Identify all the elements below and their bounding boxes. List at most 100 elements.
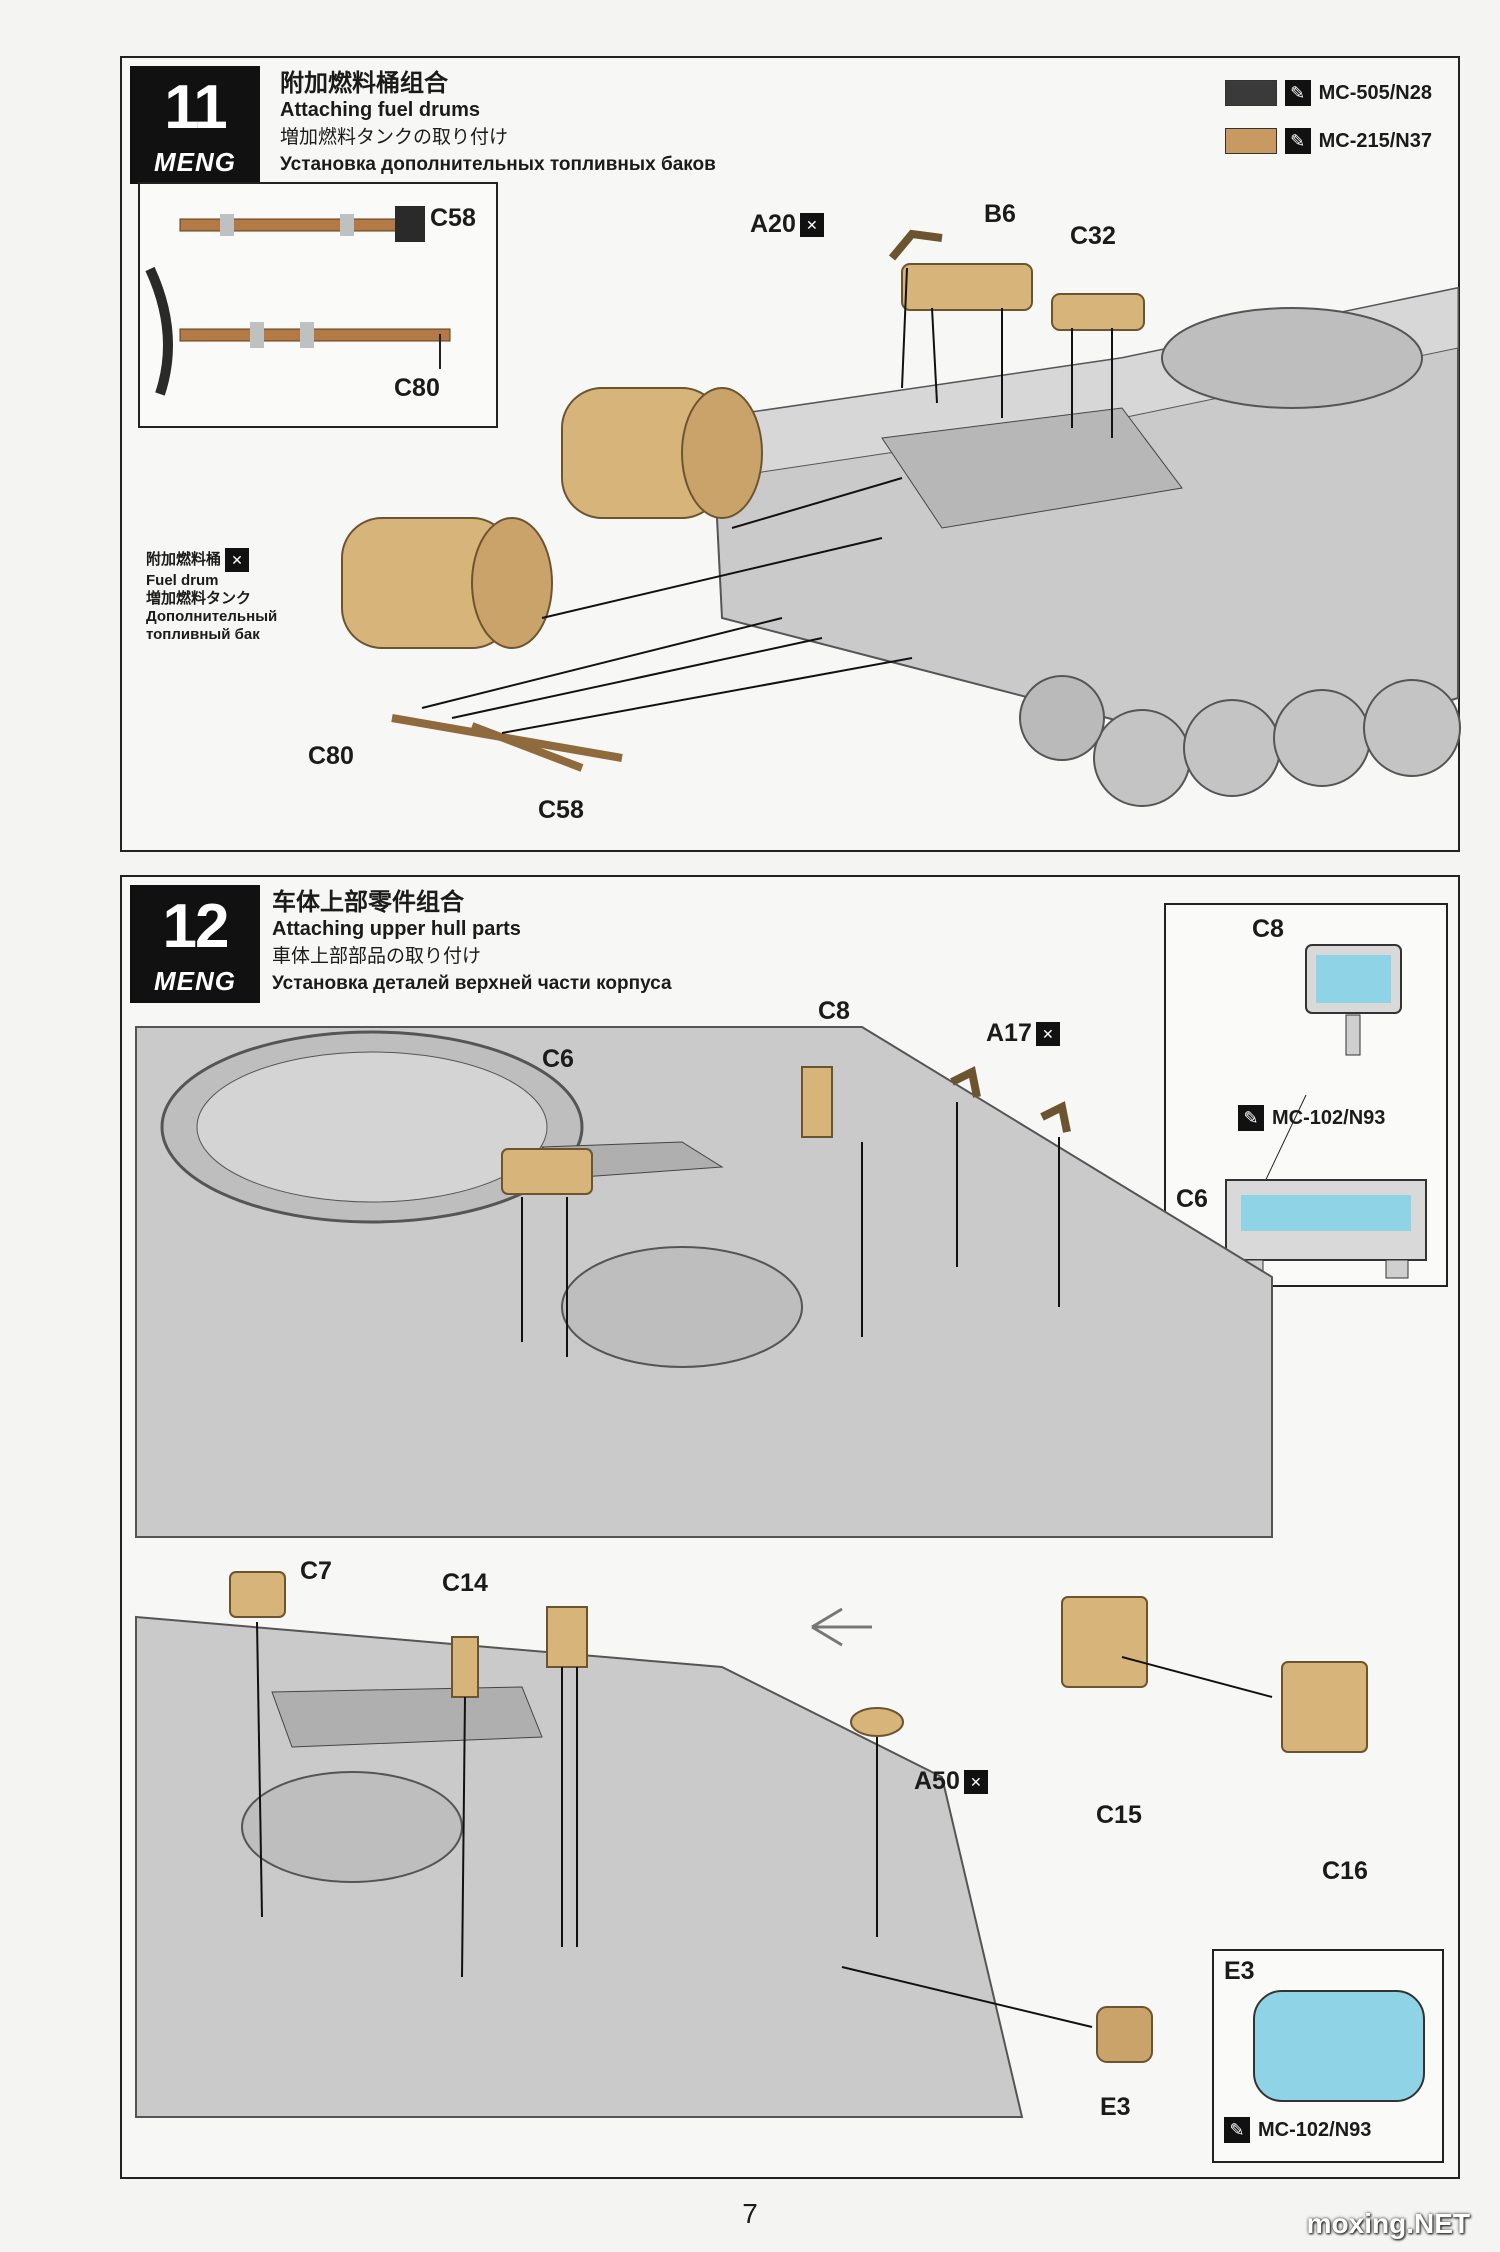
title-en: Attaching upper hull parts [272, 918, 521, 940]
part-c6 [501, 1148, 593, 1195]
fuel-drum-lower [341, 517, 553, 649]
part-label-c7: C7 [300, 1557, 332, 1585]
part-label-c16: C16 [1322, 1857, 1368, 1885]
note-ru-1: Дополнительный [146, 608, 278, 625]
part-a17 [950, 1066, 981, 1098]
pick-head [145, 266, 173, 396]
fuel-drum-note: 附加燃料桶✕ Fuel drum 増加燃料タンク Дополнительный … [146, 548, 277, 644]
driver-hatch [561, 1246, 803, 1368]
road-wheel [1273, 689, 1371, 787]
pick-clamp [300, 322, 314, 348]
road-wheels [1019, 675, 1461, 807]
tool-c58 [470, 722, 584, 772]
paint-legend-dark: ✎ MC-505/N28 [1224, 80, 1432, 106]
note-text: 附加燃料桶 [146, 550, 222, 568]
clear-part-icon: ✕ [225, 548, 250, 572]
part-label-c80: C80 [394, 374, 440, 402]
engine-grille [881, 407, 1183, 529]
inset-paint-callout: ✎ MC-102/N93 [1224, 2117, 1371, 2143]
part-c14-pair [546, 1606, 588, 1668]
arrow [841, 1966, 1093, 2028]
arrow [461, 1696, 466, 1978]
part-e3 [1096, 2006, 1153, 2063]
turret-ring [1161, 307, 1423, 409]
part-c14 [451, 1636, 479, 1698]
part-c32 [1051, 293, 1145, 331]
part-label-c6: C6 [542, 1045, 574, 1073]
c8-stem [1345, 1014, 1361, 1056]
title-ru: Установка дополнительных топливных баков [280, 154, 716, 175]
step-number: 11 [164, 73, 228, 142]
assembly-arrows-upper [521, 1102, 1060, 1357]
drum-end [471, 517, 553, 649]
axe-clamp [340, 214, 354, 236]
part-b6 [901, 263, 1033, 311]
title-en: Attaching fuel drums [280, 99, 481, 121]
step-number: 12 [162, 892, 230, 961]
inset-label-c6: C6 [1176, 1185, 1208, 1213]
step-11-titles: 附加燃料桶组合 Attaching fuel drums 増加燃料タンクの取り付… [280, 70, 716, 178]
axe-head [395, 206, 425, 242]
arrow [1121, 1656, 1273, 1698]
turret-ring-inner [196, 1051, 548, 1203]
clear-part-icon: ✕ [799, 213, 824, 238]
brush-icon: ✎ [1284, 80, 1311, 106]
paint-swatch-tan [1224, 128, 1277, 154]
step-12-panel: 12 MENG 车体上部零件组合 Attaching upper hull pa… [120, 875, 1460, 2179]
part-label-c58: C58 [430, 204, 476, 232]
part-label-c8: C8 [818, 997, 850, 1025]
inset-label-e3: E3 [1224, 1957, 1255, 1985]
part-label-c15: C15 [1096, 1801, 1142, 1829]
part-a17 [1040, 1101, 1071, 1133]
part-label-c80: C80 [308, 742, 354, 770]
title-jp: 増加燃料タンクの取り付け [280, 127, 509, 148]
road-wheel [1363, 679, 1461, 777]
drive-sprocket [1019, 675, 1105, 761]
step-11-drawing [341, 229, 1461, 807]
part-c16 [1281, 1661, 1368, 1753]
inset-c8-c6: C8 C6 ✎ MC-102/N93 [1164, 903, 1448, 1287]
title-jp: 車体上部部品の取り付け [272, 946, 482, 967]
engine-grille [271, 1686, 543, 1748]
page-number: 7 [742, 2198, 758, 2229]
arrow [541, 537, 883, 619]
part-label-text: A17 [986, 1019, 1032, 1047]
brush-icon: ✎ [1224, 2117, 1250, 2143]
arrow [451, 637, 823, 719]
note-en: Fuel drum [146, 572, 219, 589]
e3-lens [1253, 1990, 1425, 2102]
part-label-a17: A17✕ [986, 1019, 1060, 1048]
paint-code: MC-215/N37 [1318, 129, 1432, 152]
note-jp: 増加燃料タンク [146, 590, 252, 607]
fuel-drum-upper [561, 387, 763, 519]
paint-code: MC-505/N28 [1318, 81, 1432, 104]
c8-glass [1316, 955, 1391, 1003]
arrow [256, 1621, 263, 1918]
paint-swatch-dark [1224, 80, 1277, 106]
brush-icon: ✎ [1284, 128, 1311, 154]
paint-code: MC-102/N93 [1258, 2118, 1372, 2141]
axe-clamp [220, 214, 234, 236]
arrow [421, 617, 783, 709]
part-label-a20: A20✕ [750, 210, 824, 239]
part-label-text: A50 [914, 1767, 960, 1795]
arrow [501, 657, 913, 734]
inset-c8-c6-drawing [1225, 944, 1427, 1279]
part-a50 [850, 1707, 904, 1737]
c6-pin [1385, 1259, 1409, 1279]
step-12-badge: 12 MENG [130, 885, 260, 1003]
arrow [731, 477, 903, 529]
drum-end [681, 387, 763, 519]
paint-code: MC-102/N93 [1272, 1106, 1386, 1129]
title-ru: Установка деталей верхней части корпуса [272, 973, 672, 994]
road-wheel [1183, 699, 1281, 797]
clear-part-icon: ✕ [963, 1770, 988, 1795]
step-11-panel: 11 MENG 附加燃料桶组合 Attaching fuel drums 増加燃… [120, 56, 1461, 852]
title-cn: 附加燃料桶组合 [280, 70, 448, 97]
arrow [931, 307, 938, 404]
pick-handle [179, 328, 451, 342]
lower-hull-front [135, 1615, 1024, 2118]
part-label-c14: C14 [442, 1569, 488, 1597]
step-11-badge: 11 MENG [130, 66, 260, 184]
meng-logo: MENG [154, 147, 236, 177]
